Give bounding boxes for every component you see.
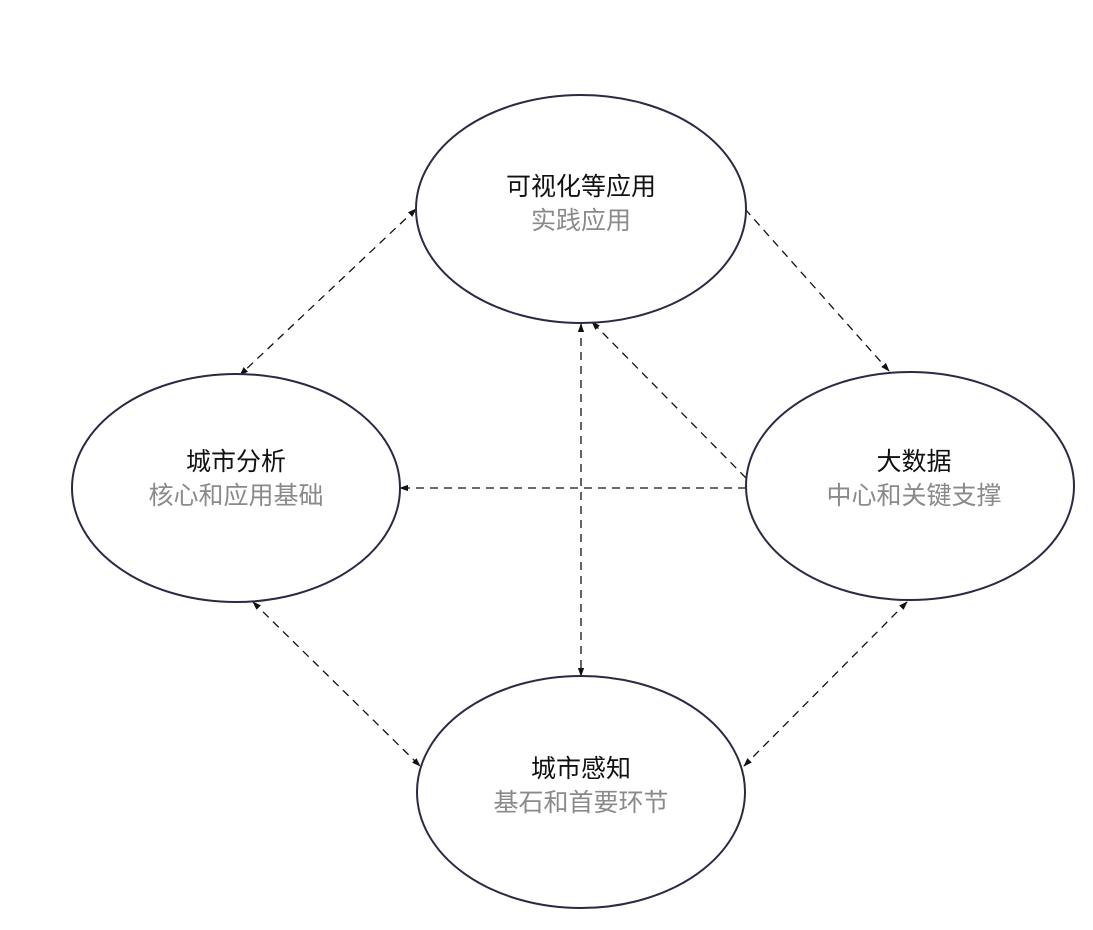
node-bigdata: 大数据 中心和关键支撑 [745,371,1075,601]
node-perception: 城市感知 基石和首要环节 [416,675,746,909]
node-bigdata-title: 大数据 [876,447,951,476]
edge-bigdata-visualization [591,321,747,479]
edges [239,208,908,767]
node-visualization-subtitle: 实践应用 [531,206,631,235]
node-visualization-title: 可视化等应用 [506,172,656,201]
node-bigdata-subtitle: 中心和关键支撑 [826,481,1001,510]
node-perception-subtitle: 基石和首要环节 [493,788,668,817]
node-analysis-title: 城市分析 [186,447,286,476]
node-analysis-subtitle: 核心和应用基础 [148,481,323,510]
edge-bigdata-perception [743,601,908,767]
node-bigdata-shape [745,371,1075,601]
node-analysis-shape [71,373,401,603]
node-visualization: 可视化等应用 实践应用 [415,94,747,324]
node-perception-shape [416,675,746,909]
edge-visualization-analysis [239,208,417,376]
edge-visualization-bigdata [744,208,890,372]
node-perception-title: 城市感知 [531,754,631,783]
node-analysis: 城市分析 核心和应用基础 [71,373,401,603]
node-visualization-shape [415,94,747,324]
edge-analysis-perception [252,601,421,767]
